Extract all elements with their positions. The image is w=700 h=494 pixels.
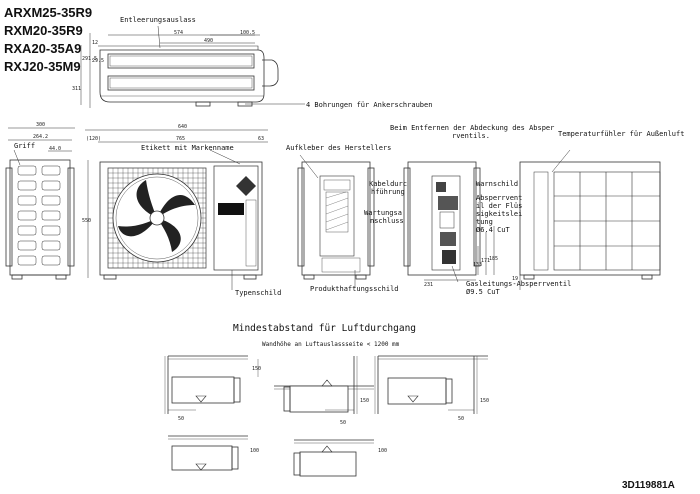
label-entleerungsauslass: Entleerungsauslass bbox=[120, 16, 196, 24]
dim-264-2: 264.2 bbox=[33, 134, 49, 140]
label-gasleitung-line2: Ø9.5 CuT bbox=[466, 288, 500, 296]
label-absperr-line3: sigkeitslei bbox=[476, 210, 523, 218]
front-view bbox=[85, 129, 268, 290]
label-wartung-line1: Wartungsa bbox=[364, 209, 402, 217]
label-absperr-line4: tung bbox=[476, 218, 493, 226]
label-typenschild: Typenschild bbox=[235, 289, 282, 297]
label-warnschild: Warnschild bbox=[476, 180, 519, 188]
clearance-50: 50 bbox=[178, 416, 185, 422]
label-absperr-line2: il der Flüs bbox=[476, 202, 523, 210]
dim-291-5: 291.5 bbox=[82, 56, 98, 62]
section-subtitle: Wandhöhe an Luftauslassseite < 1200 mm bbox=[262, 341, 400, 348]
dim-12: 12 bbox=[92, 40, 99, 46]
back-view bbox=[519, 149, 661, 290]
dim-19: 19 bbox=[512, 276, 519, 282]
clearance-100: 100 bbox=[378, 448, 388, 454]
label-griff: Griff bbox=[14, 142, 36, 150]
label-etikett: Etikett mit Markenname bbox=[141, 144, 234, 152]
model-list: ARXM25-35R9 RXM20-35R9 RXA20-35A9 RXJ20-… bbox=[4, 4, 92, 76]
label-gasleitung-line1: Gasleitungs-Absperrventil bbox=[466, 280, 572, 288]
dim-550: 550 bbox=[82, 218, 92, 224]
dim-490: 490 bbox=[204, 38, 214, 44]
label-kabel-line1: Kabeldurc bbox=[369, 180, 407, 188]
model-name: ARXM25-35R9 bbox=[4, 5, 93, 20]
label-absperr-line5: Ø6.4 CuT bbox=[476, 226, 510, 234]
label-aufkleber: Aufkleber des Herstellers bbox=[286, 144, 392, 152]
dim-765: 765 bbox=[176, 136, 186, 142]
document-id: 3D119881A bbox=[622, 480, 675, 491]
label-abdeckung-line2: rventils. bbox=[452, 132, 490, 140]
clearance-150: 150 bbox=[360, 398, 370, 404]
label-temperaturfuehler: Temperaturfühler für Außenluft bbox=[558, 130, 685, 138]
dim-185: 185 bbox=[489, 256, 499, 262]
dim-574: 574 bbox=[174, 30, 184, 36]
label-produkthaftung: Produkthaftungsschild bbox=[310, 285, 399, 293]
top-view bbox=[80, 25, 305, 108]
label-kabel-line2: hführung bbox=[371, 188, 405, 196]
label-absperr-line1: Absperrvent bbox=[476, 194, 523, 202]
section-title: Mindestabstand für Luftdurchgang bbox=[233, 323, 417, 334]
dim-133: 133 bbox=[473, 262, 483, 268]
clearance-150: 150 bbox=[252, 366, 262, 372]
clearance-50: 50 bbox=[340, 420, 347, 426]
model-name: RXJ20-35M9 bbox=[4, 59, 81, 74]
model-name: RXA20-35A9 bbox=[4, 41, 82, 56]
dim-63: 63 bbox=[258, 136, 265, 142]
dim-120: (120) bbox=[86, 136, 102, 142]
label-ankerschrauben: 4 Bohrungen für Ankerschrauben bbox=[306, 101, 433, 109]
dim-300: 300 bbox=[36, 122, 46, 128]
side-view-service bbox=[297, 154, 375, 288]
dim-171: 171 bbox=[481, 258, 491, 264]
dim-640: 640 bbox=[178, 124, 188, 130]
label-abdeckung-line1: Beim Entfernen der Abdeckung des Absper bbox=[390, 124, 555, 132]
clearance-150: 150 bbox=[480, 398, 490, 404]
clearance-diagrams bbox=[164, 355, 488, 477]
side-view-left bbox=[5, 127, 75, 280]
dim-311: 311 bbox=[72, 86, 82, 92]
clearance-100: 100 bbox=[250, 448, 260, 454]
dim-100-5: 100.5 bbox=[240, 30, 256, 36]
dim-231: 231 bbox=[424, 282, 434, 288]
model-name: RXM20-35R9 bbox=[4, 23, 83, 38]
dim-44: 44.0 bbox=[49, 146, 62, 152]
dim-29-5: 29.5 bbox=[92, 58, 105, 64]
label-wartung-line2: nschluss bbox=[370, 217, 404, 225]
clearance-50: 50 bbox=[458, 416, 465, 422]
side-view-valves bbox=[403, 161, 495, 283]
